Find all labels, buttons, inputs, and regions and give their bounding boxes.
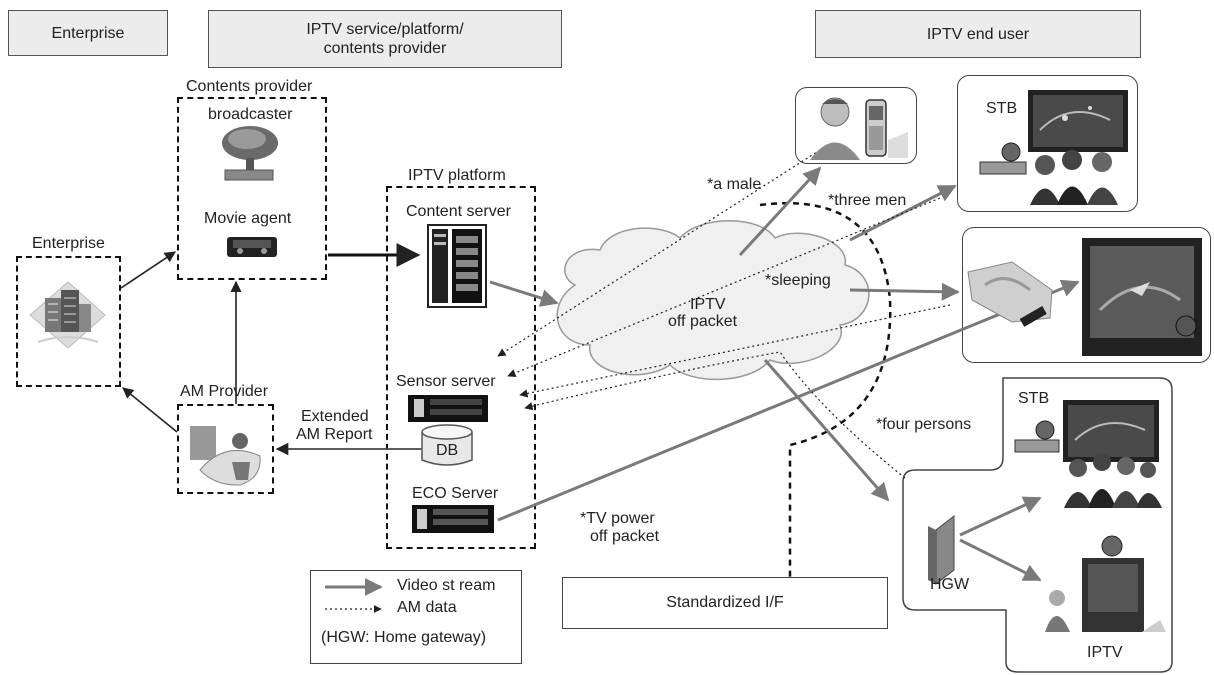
legend-am-label: AM data: [397, 599, 457, 616]
video-hgw-to-stb: [959, 496, 1042, 537]
tv-screen-icon-bottom: [1063, 400, 1159, 462]
am-sleeping-to-sensor: [519, 304, 951, 398]
standardized-if-boundary: [759, 201, 892, 577]
header-end-user-text: IPTV end user: [926, 25, 1030, 43]
male-user-icon: [810, 97, 860, 160]
label-am-report: AM Report: [296, 426, 373, 443]
label-cloud-off-packet: off packet: [668, 313, 738, 330]
label-stb-top: STB: [986, 100, 1018, 117]
label-a-male: *a male: [707, 176, 762, 193]
label-iptv: IPTV: [1087, 644, 1123, 661]
label-broadcaster: broadcaster: [208, 106, 293, 123]
stb-device-icon-bottom: [1014, 420, 1060, 453]
label-contents-provider: Contents provider: [186, 78, 313, 95]
standardized-if-box: Standardized I/F: [562, 577, 888, 629]
label-tv-power: *TV power: [580, 510, 655, 527]
iptv-platform-box: [386, 186, 536, 549]
header-provider-line1: IPTV service/platform/: [306, 21, 464, 38]
video-eco-to-tv: [497, 279, 1080, 522]
video-hgw-to-iptv: [959, 538, 1042, 582]
am-male-to-sensor: [497, 149, 821, 357]
label-four-persons: *four persons: [876, 416, 972, 433]
four-persons-icon: [1064, 453, 1162, 508]
flat-tv-icon: [1082, 238, 1202, 356]
enterprise-building-icon: [29, 281, 106, 349]
label-content-server: Content server: [406, 203, 511, 220]
sensor-server-icon: [408, 395, 488, 422]
arrow-am-to-enterprise: [122, 387, 178, 433]
eco-server-icon: [412, 505, 494, 533]
label-movie-agent: Movie agent: [204, 210, 292, 227]
tv-screen-icon-top: [1028, 90, 1128, 152]
iptv-set-icon: [1045, 535, 1166, 632]
enterprise-box: [16, 256, 121, 387]
sleeping-person-icon: [967, 261, 1053, 327]
header-provider: IPTV service/platform/ contents provider: [208, 10, 562, 68]
arrow-enterprise-to-provider: [120, 251, 176, 289]
iptv-cloud: [556, 220, 870, 381]
label-cloud-iptv: IPTV: [690, 296, 726, 313]
hgw-device-icon: [928, 514, 955, 586]
three-men-icon: [1030, 150, 1118, 205]
legend-note: (HGW: Home gateway): [321, 629, 487, 646]
label-sleeping: *sleeping: [765, 272, 831, 289]
am-four-persons-to-sensor: [524, 351, 906, 479]
user-box-male: [795, 87, 917, 164]
label-off-packet: off packet: [590, 528, 660, 545]
video-to-four-persons: [763, 359, 890, 502]
video-to-male: [738, 166, 822, 257]
contents-provider-box: [177, 97, 327, 280]
label-am-provider: AM Provider: [180, 383, 269, 400]
am-provider-icon: [190, 426, 261, 486]
db-cylinder-icon: [421, 424, 473, 466]
label-stb-bottom: STB: [1018, 390, 1050, 407]
label-db: DB: [436, 442, 459, 459]
header-enterprise-text: Enterprise: [51, 24, 125, 42]
label-hgw: HGW: [930, 576, 970, 593]
video-content-to-cloud: [489, 280, 559, 307]
label-enterprise: Enterprise: [32, 235, 105, 252]
content-server-icon: [427, 224, 487, 308]
standardized-if-label: Standardized I/F: [666, 594, 784, 611]
mobile-phone-icon: [865, 99, 908, 158]
header-end-user: IPTV end user: [815, 10, 1141, 58]
am-provider-box: [177, 404, 274, 494]
header-provider-line2: contents provider: [323, 40, 447, 57]
label-eco-server: ECO Server: [412, 485, 499, 502]
label-sensor-server: Sensor server: [396, 373, 496, 390]
broadcaster-dish-icon: [222, 126, 278, 181]
legend-box: Video st ream AM data (HGW: Home gateway…: [310, 570, 522, 664]
label-iptv-platform: IPTV platform: [408, 167, 506, 184]
stb-device-icon-top: [979, 142, 1027, 175]
label-extended: Extended: [301, 408, 369, 425]
video-to-sleeping: [849, 282, 960, 301]
legend-swatches: [325, 578, 383, 613]
legend-video-label: Video st ream: [397, 577, 496, 594]
label-three-men: *three men: [828, 192, 907, 209]
header-enterprise: Enterprise: [8, 10, 168, 56]
movie-cassette-icon: [227, 237, 277, 257]
